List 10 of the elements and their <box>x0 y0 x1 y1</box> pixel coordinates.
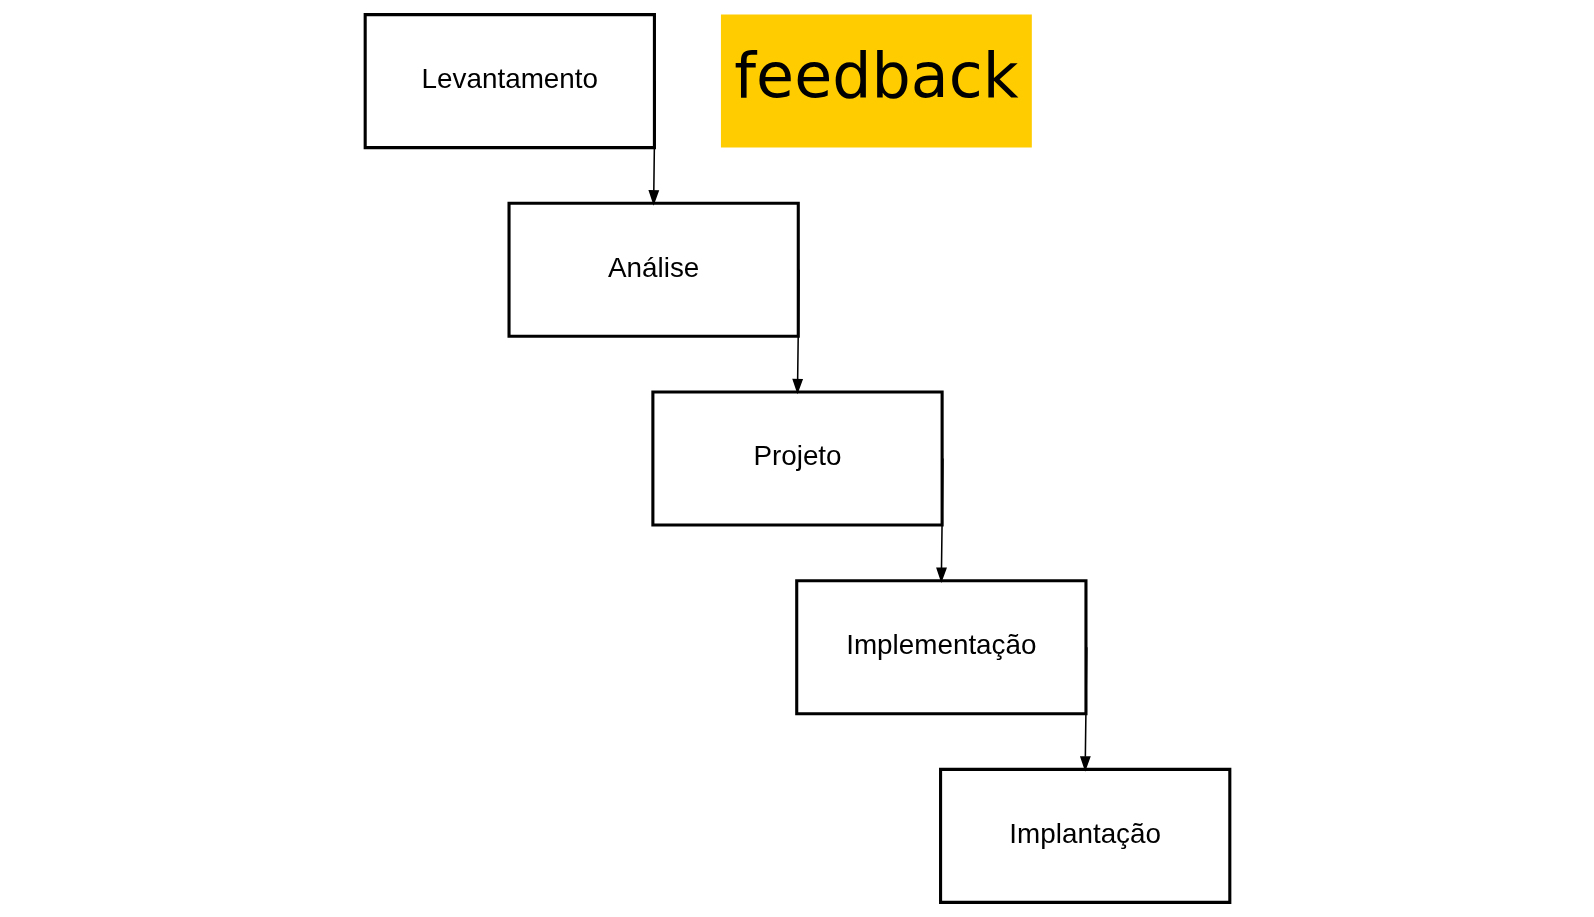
node-box: Implantação <box>938 767 1231 904</box>
node-box: Implementação <box>794 579 1087 716</box>
label: feedback <box>733 39 1018 112</box>
arrow <box>935 457 947 584</box>
node-box: Levantamento <box>363 13 656 150</box>
arrow <box>647 80 659 206</box>
node-box: Projeto <box>650 390 944 527</box>
node-box: Análise <box>507 201 800 338</box>
arrow <box>791 269 803 395</box>
arrow <box>1079 646 1091 772</box>
